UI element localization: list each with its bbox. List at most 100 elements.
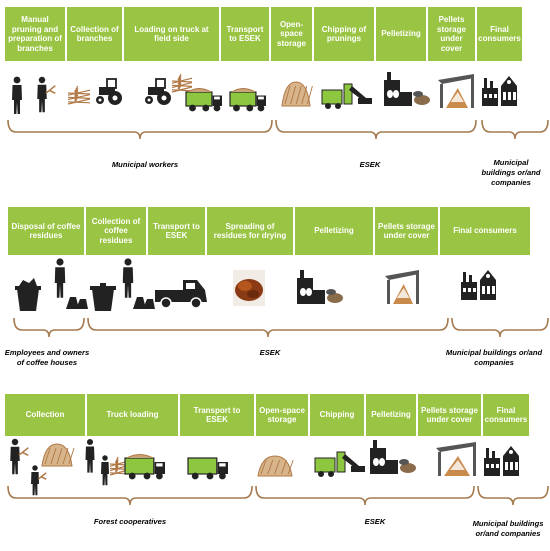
loaded-truck-icon xyxy=(202,104,210,112)
bags-icon xyxy=(66,297,88,309)
header-final-consumers: Final consumers xyxy=(477,7,522,61)
row-1-group-municipal-workers: Municipal workers xyxy=(111,160,179,169)
row-3-headers: Collection Truck loading Transport to ES… xyxy=(5,394,529,436)
row-3-bracket-esek xyxy=(255,485,475,506)
worker-with-branches-icon xyxy=(37,84,47,113)
loaded-truck-icon xyxy=(257,104,265,112)
storage-shed-icon xyxy=(450,92,464,102)
buildings-icon xyxy=(469,275,472,283)
pellet-plant-icon xyxy=(400,463,416,473)
pellet-plant-icon xyxy=(386,460,398,474)
trash-bin-icon xyxy=(90,283,116,311)
buildings-icon xyxy=(473,288,476,292)
branch-pile-icon xyxy=(44,447,51,465)
tractor-icon xyxy=(148,87,164,95)
tractor-icon xyxy=(145,78,171,105)
loaded-truck-icon xyxy=(128,472,136,480)
loaded-truck-icon xyxy=(124,457,155,475)
buildings-icon xyxy=(505,462,508,470)
loaded-truck-icon xyxy=(156,463,163,467)
header-manual-pruning: Manual pruning and preparation of branch… xyxy=(5,7,65,61)
loaded-truck-icon xyxy=(229,88,266,112)
truck-icon xyxy=(217,462,228,474)
row-3-group-consumers: Municipal buildings or/and companies xyxy=(472,519,544,538)
tractor-icon xyxy=(96,78,122,105)
row-1-bracket-esek xyxy=(275,119,477,140)
pellet-plant-icon xyxy=(313,290,325,304)
header-final-consumers: Final consumers xyxy=(440,207,530,255)
row-2-group-coffee-houses: Employees and owners of coffee houses xyxy=(4,348,90,367)
storage-shed-icon xyxy=(450,460,465,470)
wood-pile-icon xyxy=(284,85,291,105)
header-transport-to-esek: Transport to ESEK xyxy=(148,207,205,255)
buildings-icon xyxy=(487,286,490,294)
chipper-icon xyxy=(336,451,346,473)
tractor-icon xyxy=(98,98,102,102)
row-3-group-forest-cooperatives: Forest cooperatives xyxy=(93,517,167,526)
loaded-truck-icon xyxy=(185,91,213,107)
pellet-plant-icon xyxy=(370,440,416,474)
buildings-icon xyxy=(468,288,471,292)
chipper-icon xyxy=(321,89,343,105)
chipper-icon xyxy=(358,98,372,104)
branch-pile-icon xyxy=(62,447,69,465)
header-disposal-of-coffee-residues: Disposal of coffee residues xyxy=(8,207,84,255)
loaded-truck-icon xyxy=(154,462,165,474)
storage-shed-icon xyxy=(416,274,419,304)
buildings-icon xyxy=(463,272,466,283)
worker-icon xyxy=(86,438,94,446)
header-loading-on-truck: Loading on truck at field side xyxy=(124,7,219,61)
header-chipping-of-prunings: Chipping of prunings xyxy=(314,7,374,61)
person-icon xyxy=(54,258,66,298)
branches-icon xyxy=(171,73,193,93)
worker-icon xyxy=(12,85,22,114)
loaded-truck-icon xyxy=(189,104,196,112)
buildings-icon xyxy=(508,92,511,100)
loaded-truck-icon xyxy=(187,88,212,93)
row-1-bracket-municipal-workers xyxy=(7,119,273,140)
row-1-group-consumers: Municipal buildings or/and companies xyxy=(481,158,541,187)
pellet-plant-icon xyxy=(379,458,385,466)
header-pelletizing: Pelletizing xyxy=(376,7,426,61)
pellet-plant-icon xyxy=(300,270,304,279)
row-1-group-esek: ESEK xyxy=(359,160,381,169)
buildings-icon xyxy=(484,94,487,98)
chipper-icon xyxy=(314,457,336,473)
storage-shed-icon xyxy=(436,442,476,452)
worker-icon xyxy=(85,438,95,473)
loaded-truck-icon xyxy=(126,454,154,459)
buildings-icon xyxy=(486,448,489,459)
header-collection-of-branches: Collection of branches xyxy=(67,7,122,61)
wood-pile-icon xyxy=(274,459,281,475)
truck-icon xyxy=(219,472,226,480)
storage-shed-icon xyxy=(387,280,390,304)
worker-with-branches-icon xyxy=(37,76,56,113)
worker-with-branches-icon xyxy=(38,76,46,84)
buildings-icon xyxy=(484,446,519,476)
branches-icon xyxy=(67,85,91,105)
pickup-truck-icon xyxy=(190,297,202,309)
person-icon xyxy=(54,267,66,298)
buildings-icon xyxy=(492,451,495,459)
buildings-icon xyxy=(489,94,492,98)
branch-pile-icon xyxy=(68,447,75,465)
branch-pile-icon xyxy=(50,447,57,465)
pickup-truck-icon xyxy=(186,283,195,289)
buildings-icon xyxy=(463,288,466,292)
buildings-icon xyxy=(509,450,513,454)
storage-shed-icon xyxy=(473,446,476,476)
row-2-bracket-coffee-houses xyxy=(13,317,85,338)
trash-bin-icon xyxy=(100,283,106,286)
storage-shed-icon xyxy=(385,270,419,280)
worker-icon xyxy=(101,462,109,486)
worker-with-branches-icon xyxy=(45,85,56,94)
pickup-truck-icon xyxy=(160,297,172,309)
buildings-icon xyxy=(494,94,497,98)
row-2-group-esek: ESEK xyxy=(259,348,281,357)
chipper-icon xyxy=(328,471,334,477)
person-icon xyxy=(124,258,132,266)
branches-icon xyxy=(171,73,193,83)
header-transport-to-esek: Transport to ESEK xyxy=(221,7,269,61)
person-icon xyxy=(122,267,134,298)
